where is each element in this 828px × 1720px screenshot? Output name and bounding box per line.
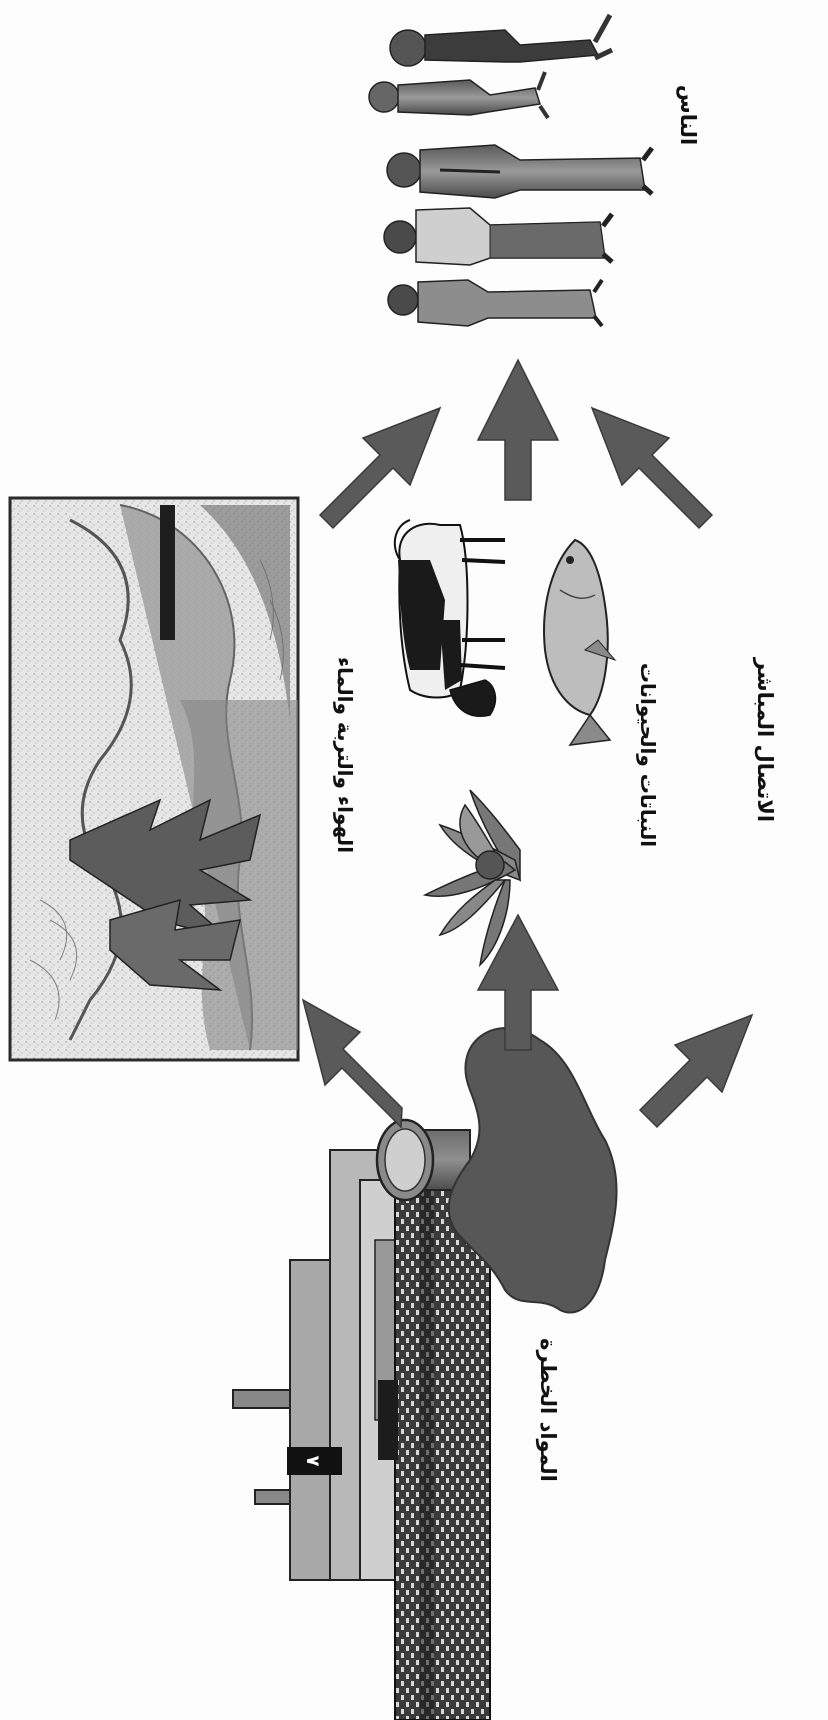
label-direct-contact: الاتصال المباشر — [753, 658, 777, 822]
arrow-landscape-to-people — [320, 408, 440, 528]
label-air-soil-water: الهواء والتربة والماء — [333, 657, 357, 853]
arrow-direct-contact — [640, 1015, 752, 1127]
person-3 — [387, 145, 652, 198]
arrow-contact-to-people — [592, 408, 712, 528]
arrow-to-landscape — [303, 1000, 402, 1127]
landscape-illustration — [10, 498, 298, 1060]
label-plants-animals: النباتات والحيوانات — [636, 663, 660, 847]
person-2 — [369, 72, 548, 118]
person-1 — [390, 15, 612, 66]
arrow-plants-to-people — [478, 360, 558, 500]
label-hazardous-materials: المواد الخطرة — [536, 1338, 560, 1482]
person-4 — [384, 208, 612, 265]
factory-sign-text: ٧ — [302, 1456, 323, 1467]
label-people: الناس — [676, 85, 700, 146]
people-illustration — [369, 15, 652, 326]
cow-icon — [395, 520, 505, 716]
person-5 — [388, 280, 602, 326]
fish-icon — [544, 540, 615, 745]
